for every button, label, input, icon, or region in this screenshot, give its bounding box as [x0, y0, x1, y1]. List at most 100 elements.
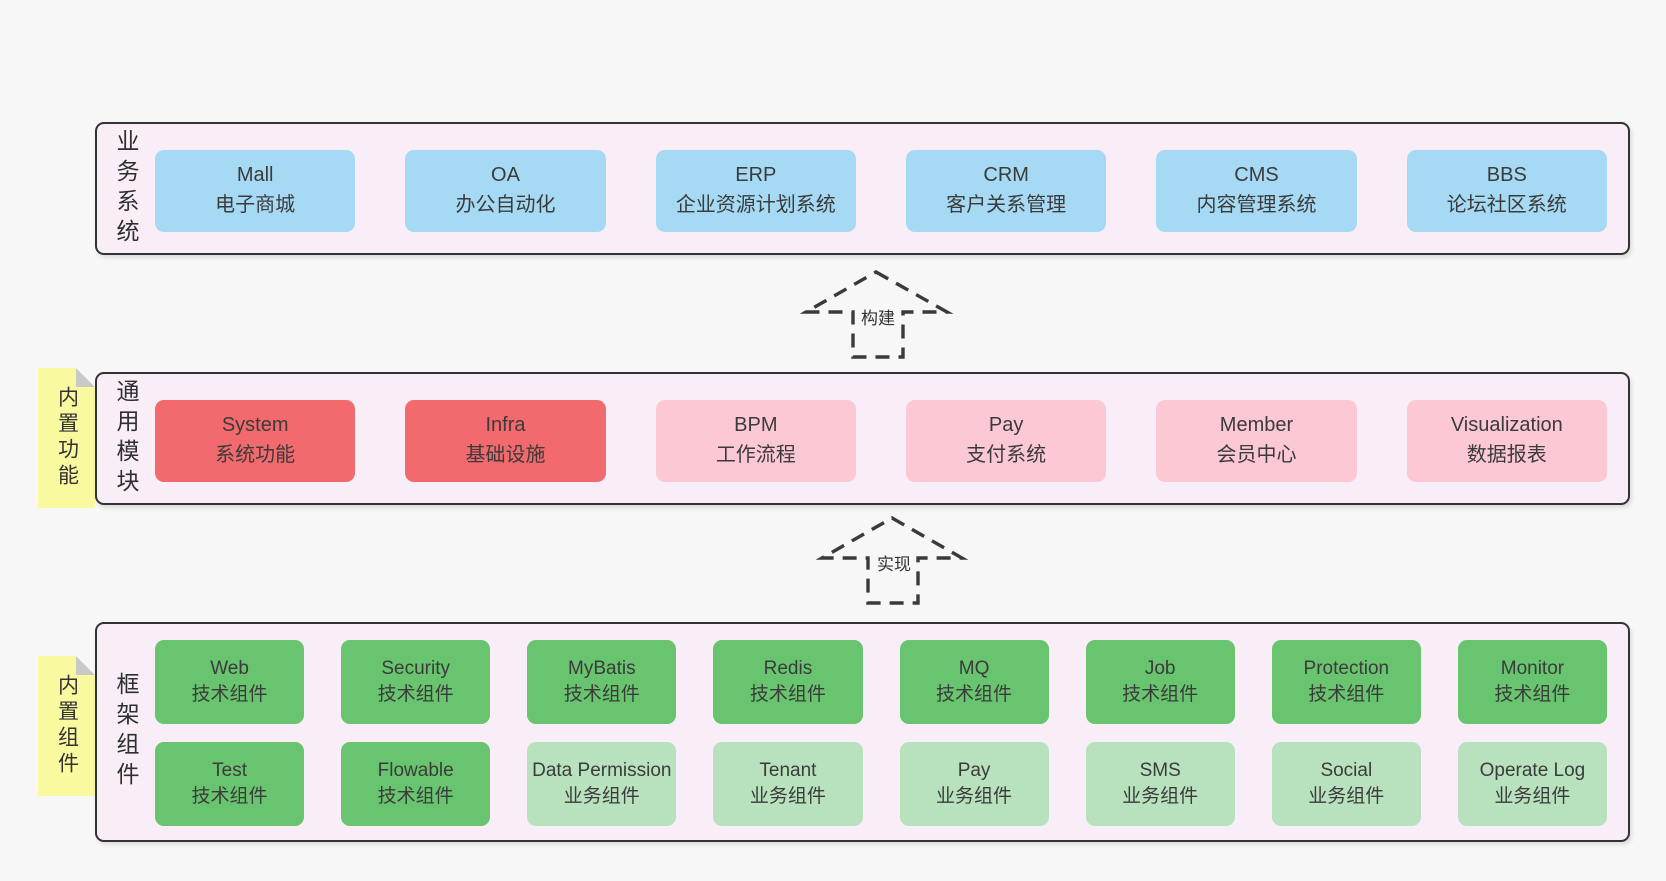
box-subtitle: 技术组件	[1308, 684, 1385, 705]
box-title: BBS	[1486, 164, 1527, 187]
box-crm: CRM 客户关系管理	[905, 150, 1107, 232]
box-subtitle: 论坛社区系统	[1446, 194, 1567, 216]
sticky-note-label: 内置组件	[55, 674, 79, 778]
box-title: Flowable	[377, 759, 454, 781]
box-subtitle: 技术组件	[1494, 684, 1571, 705]
box-oa: OA 办公自动化	[405, 150, 606, 232]
box-flowable: Flowable 技术组件	[341, 742, 491, 826]
box-title: Job	[1144, 657, 1176, 679]
implement-arrow-label: 实现	[877, 555, 911, 574]
folded-corner-icon	[76, 368, 95, 387]
box-subtitle: 技术组件	[377, 786, 454, 807]
folded-corner-icon	[76, 656, 95, 675]
framework-component-row-1: Web 技术组件 Security 技术组件 MyBatis 技术组件 Redi…	[155, 640, 1607, 724]
box-title: Operate Log	[1479, 759, 1586, 781]
box-subtitle: 技术组件	[191, 786, 268, 807]
box-subtitle: 业务组件	[563, 786, 640, 807]
box-title: MyBatis	[568, 657, 636, 679]
box-subtitle: 业务组件	[936, 786, 1013, 807]
box-subtitle: 技术组件	[191, 684, 268, 705]
box-subtitle: 业务组件	[1308, 786, 1385, 807]
band-business-systems: 业务系统 Mall 电子商城 OA 办公自动化 ERP 企业资源计划系统 CRM…	[95, 122, 1630, 255]
up-arrow-icon	[799, 270, 954, 359]
box-subtitle: 技术组件	[749, 684, 826, 705]
box-title: Monitor	[1500, 657, 1565, 679]
box-subtitle: 电子商城	[215, 194, 296, 216]
box-data-permission: Data Permission 业务组件	[527, 742, 677, 826]
box-subtitle: 工作流程	[715, 444, 796, 466]
box-title: MQ	[958, 657, 990, 679]
box-operate-log: Operate Log 业务组件	[1457, 742, 1607, 826]
box-subtitle: 内容管理系统	[1196, 194, 1317, 216]
box-title: CRM	[983, 164, 1029, 187]
up-arrow-icon	[815, 516, 969, 605]
box-test: Test 技术组件	[155, 742, 305, 826]
box-title: Protection	[1303, 657, 1390, 679]
box-subtitle: 业务组件	[749, 786, 826, 807]
box-bpm: BPM 工作流程	[655, 400, 856, 482]
box-title: Visualization	[1450, 414, 1563, 437]
box-subtitle: 系统功能	[215, 444, 296, 466]
box-subtitle: 技术组件	[563, 684, 640, 705]
build-arrow: 构建	[798, 264, 954, 364]
box-monitor: Monitor 技术组件	[1457, 640, 1607, 724]
band-framework-components: 框架组件 Web 技术组件 Security 技术组件 MyBatis 技术组件…	[95, 622, 1630, 842]
box-subtitle: 办公自动化	[455, 194, 556, 216]
box-title: BPM	[734, 414, 778, 437]
box-title: Data Permission	[532, 759, 672, 781]
band-label-common-modules: 通用模块	[113, 378, 139, 499]
sticky-note-label: 内置功能	[55, 386, 79, 490]
box-sms: SMS 业务组件	[1085, 742, 1235, 826]
box-title: Web	[210, 657, 249, 679]
box-mq: MQ 技术组件	[899, 640, 1049, 724]
implement-arrow: 实现	[814, 510, 970, 610]
box-subtitle: 业务组件	[1494, 786, 1571, 807]
box-subtitle: 技术组件	[377, 684, 454, 705]
box-subtitle: 数据报表	[1466, 444, 1547, 466]
box-subtitle: 技术组件	[1122, 684, 1199, 705]
box-subtitle: 客户关系管理	[946, 194, 1067, 216]
box-bbs: BBS 论坛社区系统	[1406, 150, 1607, 232]
sticky-note-builtin-components: 内置组件	[38, 656, 95, 796]
box-infra: Infra 基础设施	[405, 400, 606, 482]
box-mall: Mall 电子商城	[155, 150, 356, 232]
business-system-row: Mall 电子商城 OA 办公自动化 ERP 企业资源计划系统 CRM 客户关系…	[155, 150, 1607, 232]
box-pay-component: Pay 业务组件	[899, 742, 1049, 826]
box-security: Security 技术组件	[341, 640, 491, 724]
box-subtitle: 技术组件	[936, 684, 1013, 705]
box-title: System	[221, 414, 289, 437]
box-title: Test	[212, 759, 247, 781]
box-web: Web 技术组件	[155, 640, 305, 724]
box-title: Social	[1320, 759, 1373, 781]
box-title: CMS	[1234, 164, 1279, 187]
box-title: ERP	[735, 164, 777, 187]
box-subtitle: 基础设施	[465, 444, 546, 466]
box-pay-system: Pay 支付系统	[905, 400, 1107, 482]
box-title: Pay	[957, 759, 991, 781]
box-title: Pay	[988, 414, 1024, 437]
box-title: Security	[381, 657, 450, 679]
box-erp: ERP 企业资源计划系统	[655, 150, 856, 232]
box-title: Tenant	[759, 759, 817, 781]
band-label-business-systems: 业务系统	[113, 128, 139, 249]
common-module-row: System 系统功能 Infra 基础设施 BPM 工作流程 Pay 支付系统…	[155, 400, 1607, 482]
framework-component-row-2: Test 技术组件 Flowable 技术组件 Data Permission …	[155, 742, 1607, 826]
box-subtitle: 会员中心	[1216, 444, 1297, 466]
box-subtitle: 企业资源计划系统	[675, 194, 836, 216]
box-title: OA	[491, 164, 520, 187]
box-redis: Redis 技术组件	[713, 640, 863, 724]
box-title: Mall	[236, 164, 274, 187]
box-subtitle: 业务组件	[1122, 786, 1199, 807]
band-common-modules: 通用模块 System 系统功能 Infra 基础设施 BPM 工作流程 Pay…	[95, 372, 1630, 505]
box-member: Member 会员中心	[1156, 400, 1357, 482]
box-system: System 系统功能	[155, 400, 356, 482]
box-visualization: Visualization 数据报表	[1406, 400, 1607, 482]
box-title: Member	[1219, 414, 1294, 437]
box-title: SMS	[1139, 759, 1181, 781]
box-job: Job 技术组件	[1085, 640, 1235, 724]
box-mybatis: MyBatis 技术组件	[527, 640, 677, 724]
sticky-note-builtin-features: 内置功能	[38, 368, 95, 508]
box-social: Social 业务组件	[1271, 742, 1421, 826]
build-arrow-label: 构建	[861, 309, 895, 328]
